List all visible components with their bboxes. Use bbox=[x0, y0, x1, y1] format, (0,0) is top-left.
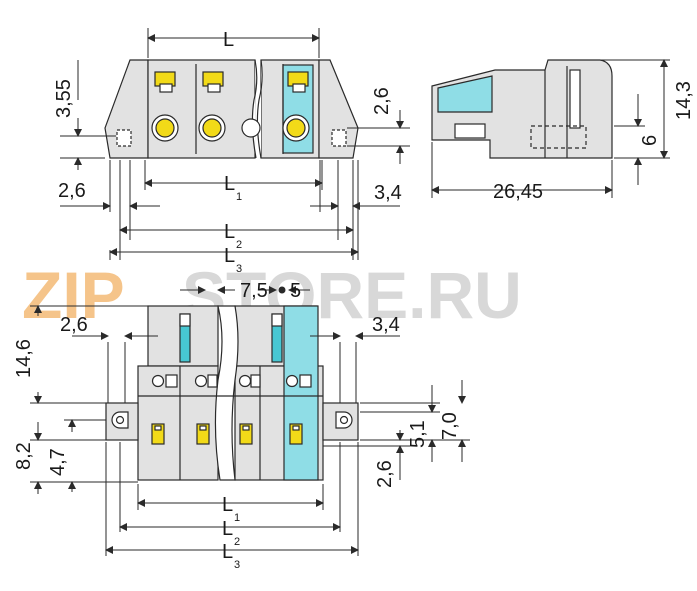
front-cyan-module bbox=[283, 305, 319, 481]
dim-6: 6 bbox=[639, 135, 661, 146]
watermark: ZIP STORE.RU bbox=[22, 258, 522, 332]
side-dimensions bbox=[431, 59, 670, 198]
dim-5-1: 5,1 bbox=[407, 420, 429, 448]
dim-L3-front: L bbox=[222, 541, 233, 563]
dim-2-6-front-left: 2,6 bbox=[60, 314, 88, 336]
front-view bbox=[105, 305, 359, 481]
dim-L3-front-sub: 3 bbox=[234, 559, 240, 571]
partial-wire-entry bbox=[241, 118, 261, 138]
front-dimensions bbox=[30, 286, 470, 556]
wire-entry-3 bbox=[282, 114, 310, 142]
terminal-row-upper bbox=[151, 374, 312, 388]
release-tab-1 bbox=[154, 71, 176, 93]
top-dimensions bbox=[60, 28, 410, 260]
dim-L2-front-sub: 2 bbox=[234, 536, 240, 548]
wire-entry-1 bbox=[151, 114, 179, 142]
terminal-row-lower bbox=[151, 423, 303, 445]
dim-L3-top-sub: 3 bbox=[236, 263, 242, 275]
dim-5: 5 bbox=[290, 280, 301, 302]
dim-L1-top: L bbox=[224, 173, 235, 195]
side-latch-dashed bbox=[530, 125, 587, 149]
dim-7-0: 7,0 bbox=[439, 412, 461, 440]
side-view bbox=[431, 59, 613, 159]
dim-3-55: 3,55 bbox=[53, 79, 75, 118]
dim-L2-front: L bbox=[222, 518, 233, 540]
dim-L-top: L bbox=[223, 29, 234, 51]
dim-L1-top-sub: 1 bbox=[236, 191, 242, 203]
dim-L2-top: L bbox=[224, 221, 235, 243]
dim-2-6-top-left: 2,6 bbox=[58, 180, 86, 202]
release-tab-2 bbox=[202, 71, 224, 93]
wire-entry-2 bbox=[198, 114, 226, 142]
dim-L1-front: L bbox=[222, 494, 233, 516]
front-break bbox=[214, 305, 239, 481]
dim-8-2: 8,2 bbox=[13, 442, 35, 470]
dim-3-4-top: 3,4 bbox=[374, 182, 402, 204]
dim-14-3: 14,3 bbox=[673, 81, 695, 120]
top-view bbox=[104, 59, 359, 159]
left-ear-hole bbox=[116, 129, 132, 147]
release-tab-3 bbox=[287, 71, 309, 93]
dim-L2-top-sub: 2 bbox=[236, 239, 242, 251]
dim-14-6: 14,6 bbox=[13, 339, 35, 378]
dim-3-4-front: 3,4 bbox=[372, 314, 400, 336]
dim-7-5: 7,5 bbox=[240, 280, 268, 302]
dim-2-6-top-right: 2,6 bbox=[371, 87, 393, 115]
dim-4-7: 4,7 bbox=[47, 448, 69, 476]
dim-2-6-front-right: 2,6 bbox=[374, 460, 396, 488]
side-slot bbox=[454, 123, 486, 139]
side-latch bbox=[569, 69, 581, 129]
right-ear-hole bbox=[331, 129, 347, 147]
side-cyan-lever bbox=[437, 75, 493, 113]
dimension-labels: L 3,55 2,6 2,6 3,4 L 1 L 2 L 3 26,45 14,… bbox=[13, 29, 695, 571]
dim-26-45: 26,45 bbox=[493, 181, 543, 203]
dim-L1-front-sub: 1 bbox=[234, 512, 240, 524]
right-mounting-flange bbox=[318, 59, 359, 159]
dim-L3-top: L bbox=[224, 245, 235, 267]
watermark-zip: ZIP bbox=[22, 258, 125, 332]
